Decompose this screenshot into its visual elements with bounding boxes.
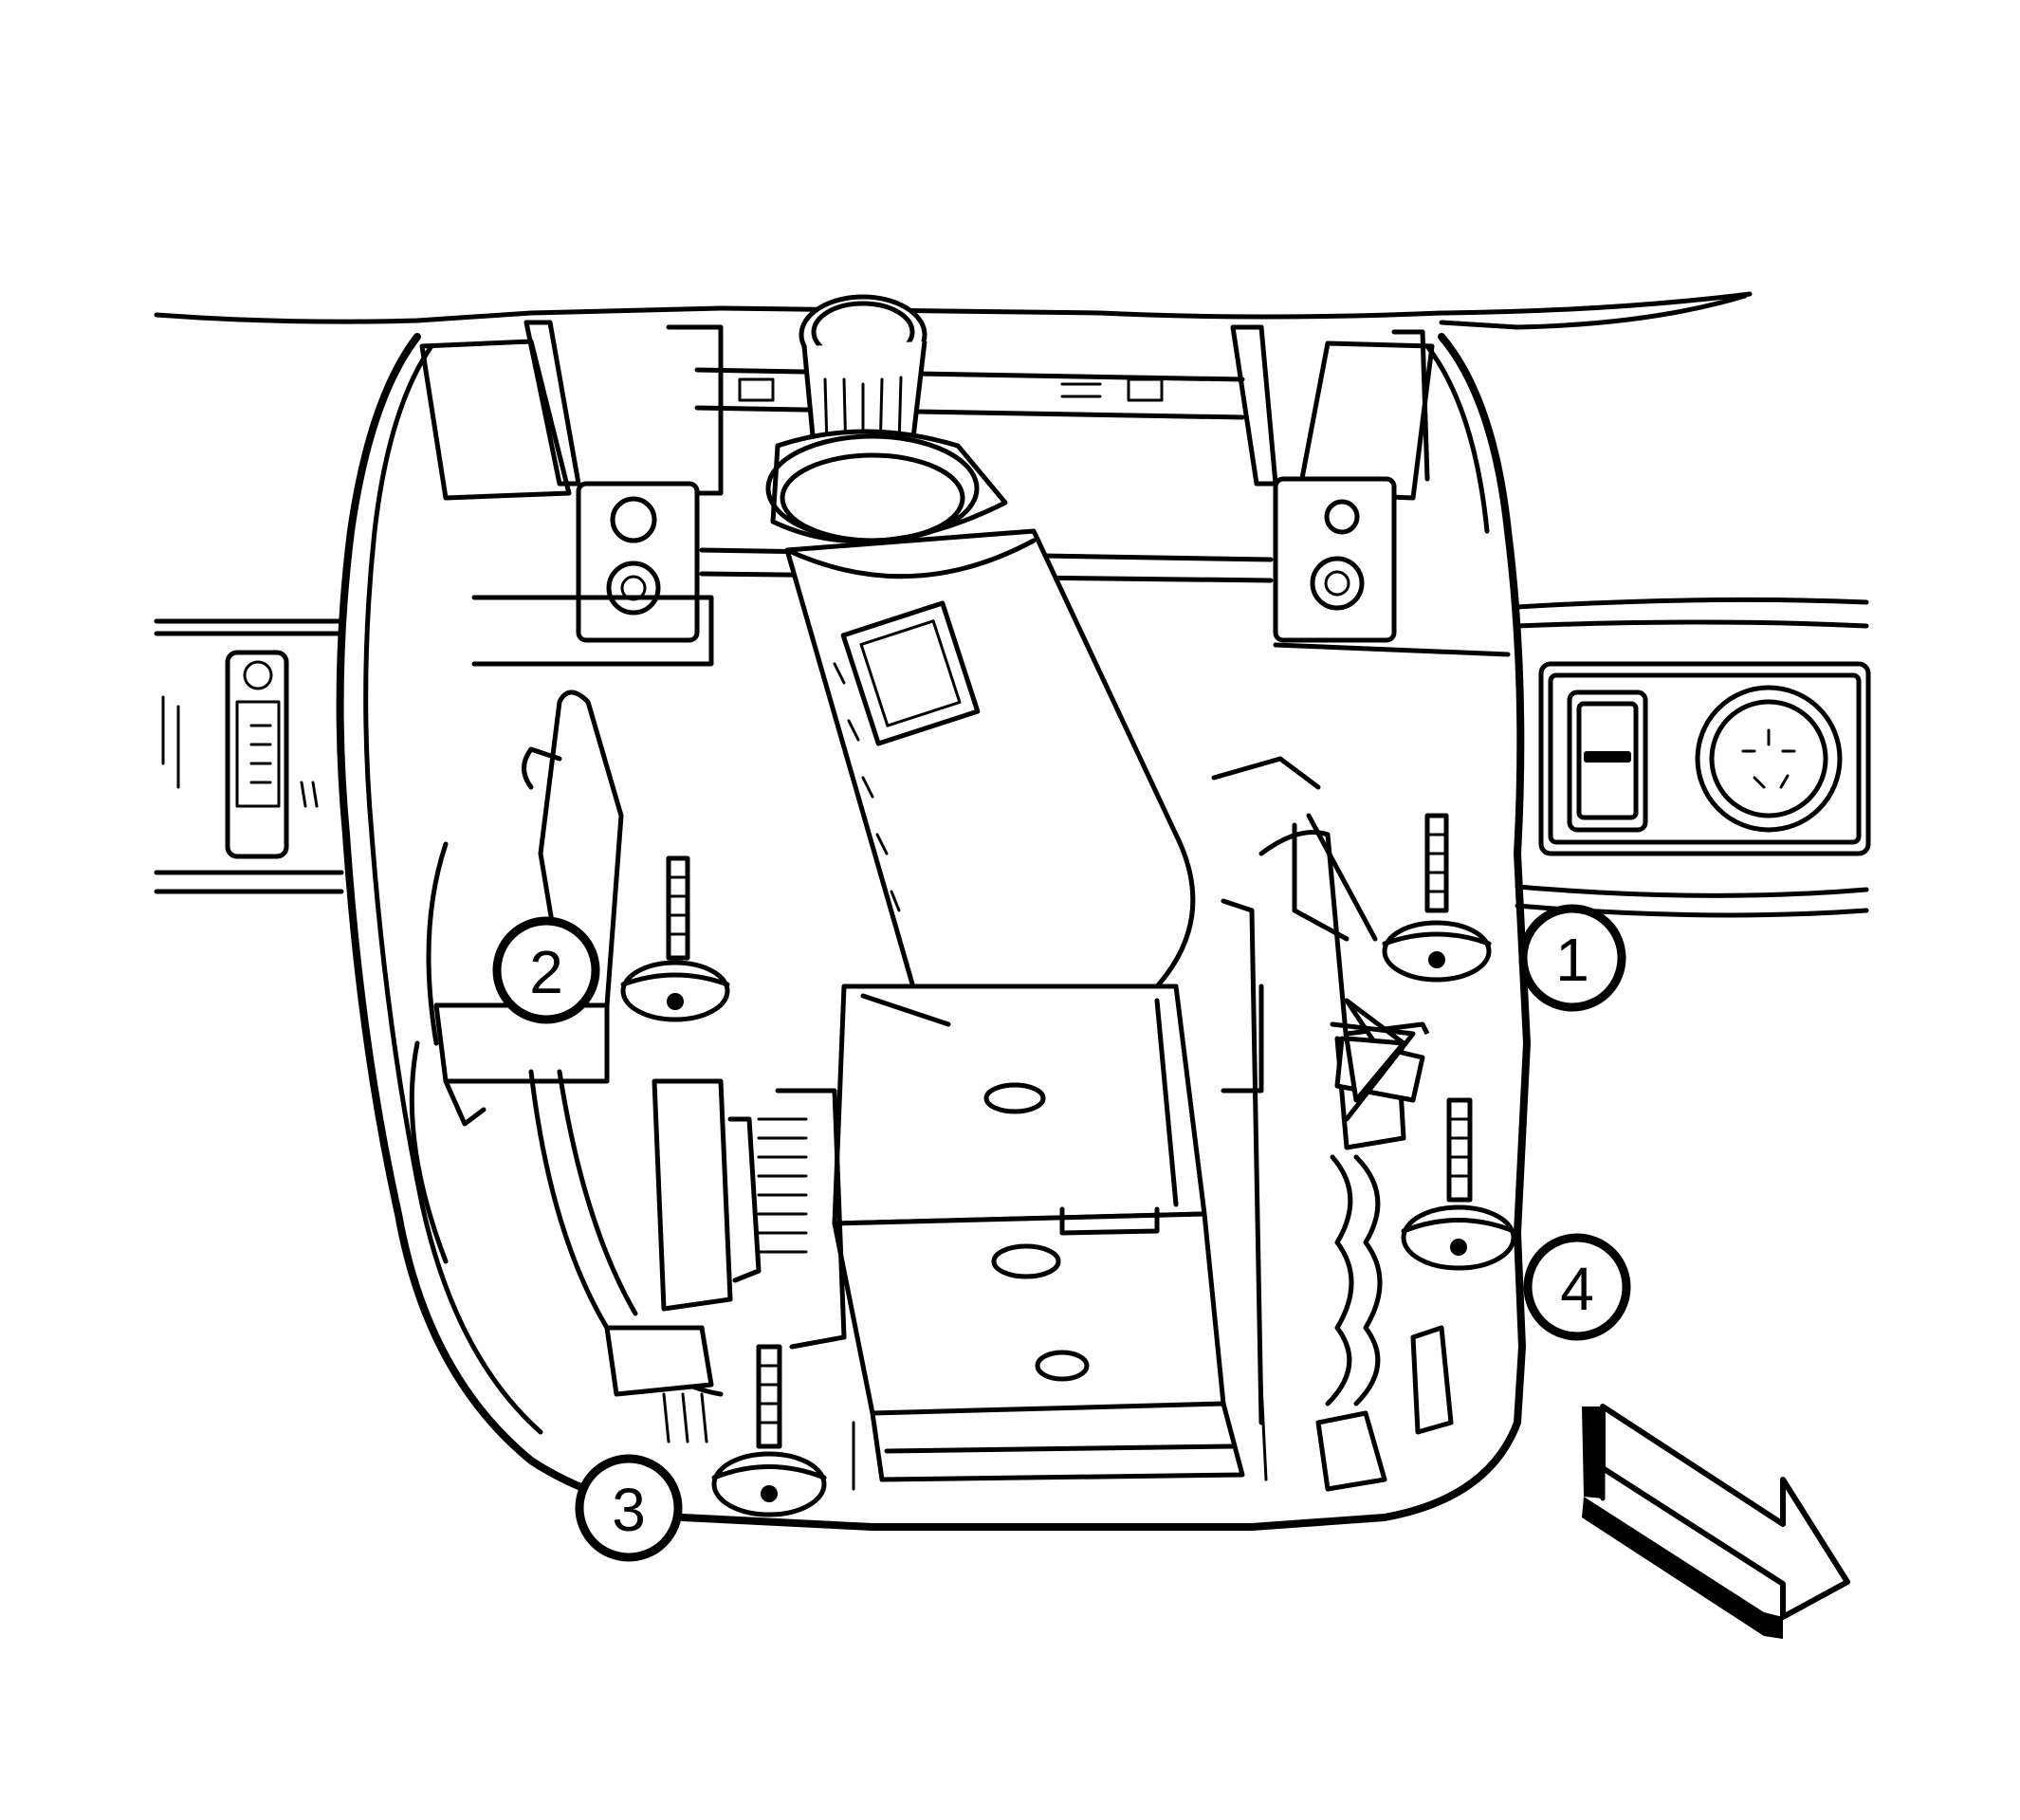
torx-bolt-3 bbox=[711, 1344, 827, 1517]
instrument-panel-upper bbox=[154, 291, 1753, 330]
callout-number: 4 bbox=[1560, 1255, 1594, 1323]
callout-1: 1 bbox=[1518, 904, 1626, 1012]
connector-left bbox=[409, 689, 847, 1443]
dash-panel-right bbox=[1515, 597, 1871, 918]
callout-number: 2 bbox=[529, 938, 563, 1006]
torx-bolt-4 bbox=[1401, 1097, 1516, 1271]
torx-bolt-icon bbox=[1428, 951, 1445, 968]
callout-4: 4 bbox=[1523, 1233, 1631, 1341]
callout-number: 1 bbox=[1555, 926, 1589, 994]
callout-3: 3 bbox=[575, 1454, 683, 1562]
mounting-bracket-right bbox=[1230, 324, 1430, 643]
steering-column bbox=[765, 294, 1196, 1055]
column-jacket bbox=[832, 984, 1268, 1491]
callout-number: 3 bbox=[612, 1476, 646, 1544]
torx-bolt-icon bbox=[1450, 1239, 1467, 1256]
torx-bolt-icon bbox=[667, 993, 684, 1010]
torx-bolt-2 bbox=[620, 855, 730, 1022]
direction-arrow-icon bbox=[1582, 1404, 1850, 1639]
torx-bolt-1 bbox=[1382, 813, 1492, 983]
mounting-bracket-left bbox=[523, 320, 724, 643]
dash-panel-left bbox=[154, 618, 344, 894]
callout-2: 2 bbox=[492, 916, 600, 1024]
rib-right bbox=[1211, 756, 1416, 1122]
torx-bolt-icon bbox=[761, 1485, 778, 1502]
